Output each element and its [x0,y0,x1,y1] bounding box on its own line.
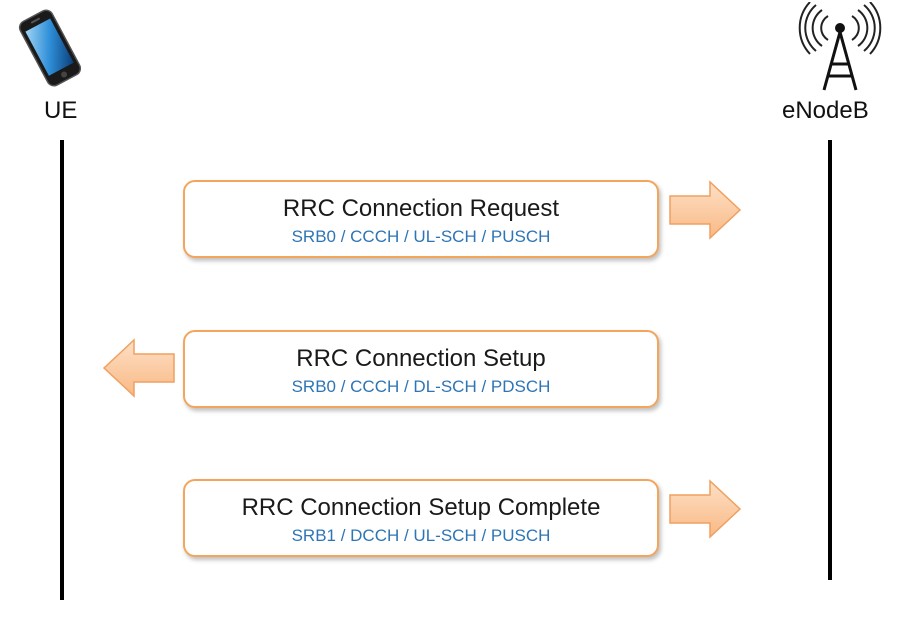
phone-icon [18,9,82,87]
ue-label: UE [44,97,78,124]
message-box-connection-setup: RRC Connection Setup SRB0 / CCCH / DL-SC… [183,330,659,408]
right-arrow-icon [669,479,742,539]
message-box-connection-request: RRC Connection Request SRB0 / CCCH / UL-… [183,180,659,258]
antenna-tower-icon [798,2,882,91]
enodeb-lifeline [828,140,832,580]
message-box-connection-setup-complete: RRC Connection Setup Complete SRB1 / DCC… [183,479,659,557]
message-title: RRC Connection Setup Complete [241,494,601,521]
message-channels: SRB0 / CCCH / DL-SCH / PDSCH [291,377,551,396]
ue-lifeline [60,140,64,600]
right-arrow-icon [669,180,742,240]
left-arrow-icon [102,338,175,398]
message-title: RRC Connection Setup [296,345,546,372]
message-title: RRC Connection Request [282,195,560,222]
message-channels: SRB1 / DCCH / UL-SCH / PUSCH [291,526,551,545]
enodeb-label: eNodeB [782,97,869,124]
message-channels: SRB0 / CCCH / UL-SCH / PUSCH [291,227,551,246]
